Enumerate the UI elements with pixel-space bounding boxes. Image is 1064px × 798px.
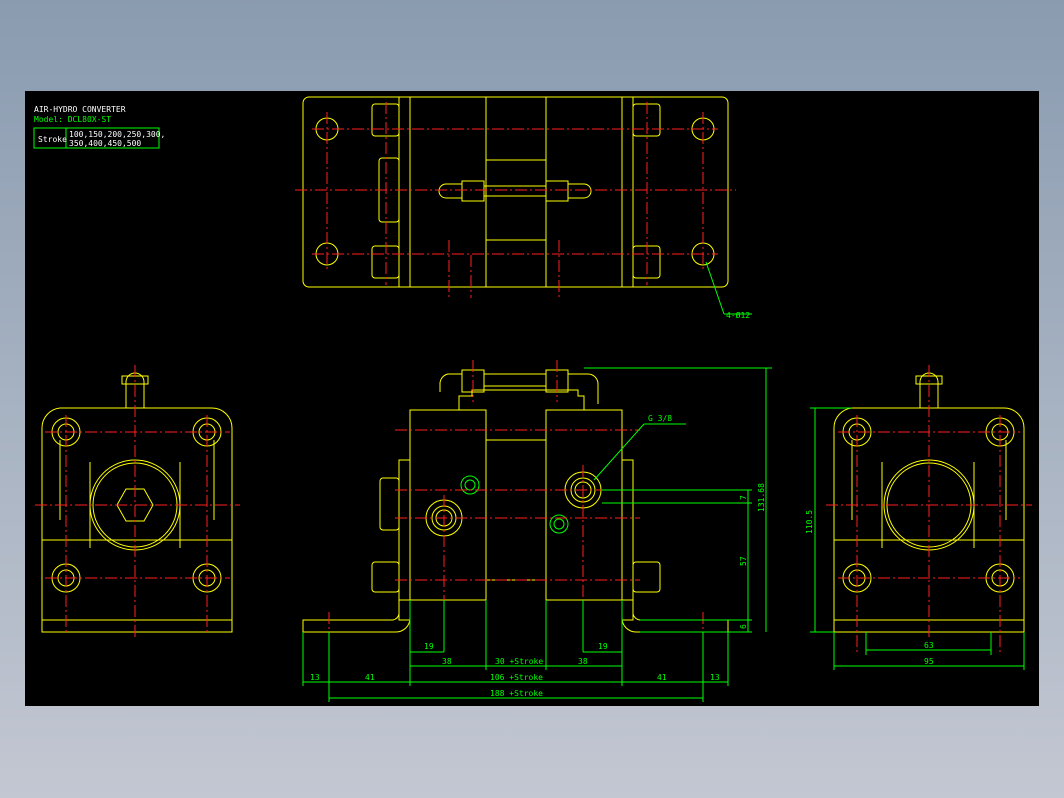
- left-view-body: [41, 407, 233, 541]
- front-bolt-head: [371, 561, 400, 593]
- front-view: [302, 369, 729, 633]
- left-view-ribs: [59, 440, 215, 548]
- dim-131-68: 131.68: [757, 483, 766, 512]
- front-cap: [379, 477, 400, 531]
- dim-41-left: 41: [365, 673, 375, 682]
- front-bolt-head: [632, 561, 661, 593]
- left-side-centerlines: [35, 365, 240, 640]
- top-fitting-left: [461, 180, 485, 202]
- hole-callout: 4-Ø12: [705, 261, 752, 320]
- top-pipe-end-right: [568, 183, 592, 199]
- front-left-body: [409, 409, 487, 601]
- stroke-values-line1: 100,150,200,250,300,: [69, 130, 165, 139]
- dim-38-left: 38: [442, 657, 452, 666]
- front-left-foot: [302, 599, 411, 633]
- stroke-table: [33, 127, 160, 149]
- dim-95: 95: [924, 657, 934, 666]
- top-view-centerlines: [295, 102, 736, 298]
- right-side-centerlines: [826, 365, 1032, 655]
- front-pipe-elbow: [568, 373, 599, 404]
- front-dimension-texts: 19 19 38 30 +Stroke 38 13 41 106 +Stroke…: [310, 414, 766, 698]
- front-view-small-ports: [460, 475, 569, 534]
- front-view-dimensions: [302, 367, 772, 702]
- top-view-left-flange: [398, 96, 411, 288]
- dim-188-stroke: 188 +Stroke: [490, 689, 543, 698]
- drawing-title: AIR-HYDRO CONVERTER: [34, 105, 126, 114]
- title-block: AIR-HYDRO CONVERTER Model: DCL80X-ST Str…: [33, 105, 165, 149]
- front-left-flange: [398, 459, 411, 621]
- dim-19-right: 19: [598, 642, 608, 651]
- top-view: [302, 96, 729, 288]
- front-pipe-bracket: [458, 389, 585, 410]
- right-view-ribs: [851, 440, 1007, 548]
- top-view-base-plate: [302, 96, 729, 288]
- front-view-centerlines: [328, 360, 704, 645]
- dim-7: 7: [739, 495, 748, 500]
- dim-6: 6: [739, 624, 748, 629]
- top-view-right-body: [545, 96, 623, 288]
- dim-57: 57: [739, 556, 748, 566]
- dim-13-right: 13: [710, 673, 720, 682]
- dim-63: 63: [924, 641, 934, 650]
- drawing-svg: AIR-HYDRO CONVERTER Model: DCL80X-ST Str…: [33, 96, 1032, 702]
- stroke-values-line2: 350,400,450,500: [69, 139, 141, 148]
- top-view-right-flange: [621, 96, 634, 288]
- top-pipe-end-left: [438, 183, 462, 199]
- model-label: Model: DCL80X-ST: [34, 115, 111, 124]
- front-right-foot: [621, 599, 729, 633]
- front-right-flange: [621, 459, 634, 621]
- right-side-dimension-texts: 110.5 63 95: [805, 510, 934, 666]
- port-callout: G 3/8: [648, 414, 672, 423]
- left-view-base: [41, 539, 233, 633]
- right-side-dimensions: [810, 407, 1025, 670]
- dim-13-left: 13: [310, 673, 320, 682]
- dim-19-left: 19: [424, 642, 434, 651]
- dim-38-right: 38: [578, 657, 588, 666]
- front-right-body: [545, 409, 623, 601]
- left-side-view: [41, 372, 233, 633]
- dim-30-stroke: 30 +Stroke: [495, 657, 543, 666]
- dim-106-stroke: 106 +Stroke: [490, 673, 543, 682]
- top-fitting-right: [545, 180, 569, 202]
- stroke-label: Stroke: [38, 135, 67, 144]
- dim-110-5: 110.5: [805, 510, 814, 534]
- hole-callout-text: 4-Ø12: [726, 310, 750, 320]
- right-view-body: [833, 407, 1025, 541]
- left-view-foot: [41, 619, 233, 633]
- cad-drawing-canvas: AIR-HYDRO CONVERTER Model: DCL80X-ST Str…: [25, 91, 1039, 706]
- top-view-left-body: [409, 96, 487, 288]
- front-pipe-elbow: [439, 373, 462, 392]
- dim-41-right: 41: [657, 673, 667, 682]
